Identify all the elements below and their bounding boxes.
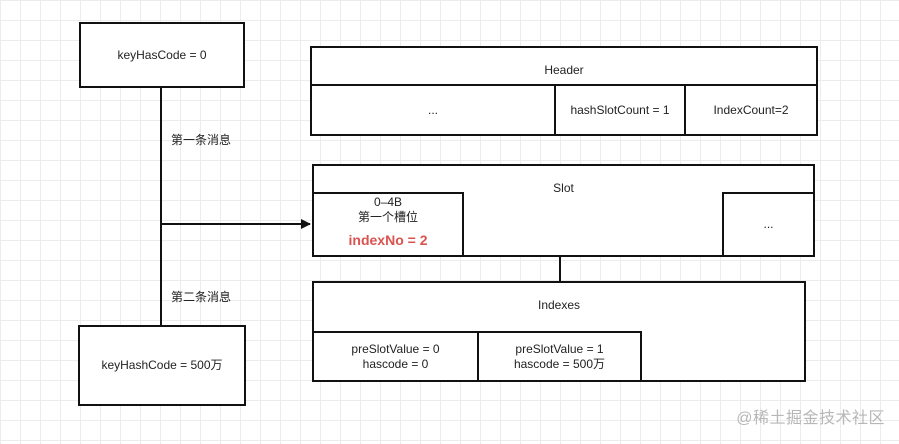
first-slot-range: 0–4B (373, 195, 403, 209)
message-2-box: keyHashCode = 500万 (78, 325, 246, 406)
message-1-label: keyHasCode = 0 (117, 47, 207, 62)
header-box: Header ... hashSlotCount = 1 IndexCount=… (310, 46, 818, 136)
header-cell-ellipsis: ... (312, 86, 556, 134)
first-slot-index: indexNo = 2 (348, 232, 428, 248)
message-2-label: keyHashCode = 500万 (101, 358, 223, 372)
header-cell-indexcount: IndexCount=2 (713, 102, 789, 117)
slot-title: Slot (553, 181, 574, 195)
header-cell-hashslotcount: hashSlotCount = 1 (556, 86, 686, 134)
slot-rest: ... (722, 192, 815, 257)
message-1-box: keyHasCode = 0 (79, 22, 245, 88)
indexes-title: Indexes (537, 298, 581, 312)
index-entry-1: preSlotValue = 0 hascode = 0 (312, 331, 479, 382)
watermark: @稀土掘金技术社区 (736, 410, 885, 427)
first-slot-name: 第一个槽位 (357, 210, 418, 224)
edge-2-label: 第二条消息 (171, 290, 232, 304)
edge-1-label: 第一条消息 (171, 133, 232, 147)
header-title: Header (544, 63, 584, 77)
index-entry-2: preSlotValue = 1 hascode = 500万 (477, 331, 642, 382)
first-slot: 0–4B 第一个槽位 indexNo = 2 (312, 192, 464, 257)
header-row: ... hashSlotCount = 1 IndexCount=2 (312, 84, 816, 134)
